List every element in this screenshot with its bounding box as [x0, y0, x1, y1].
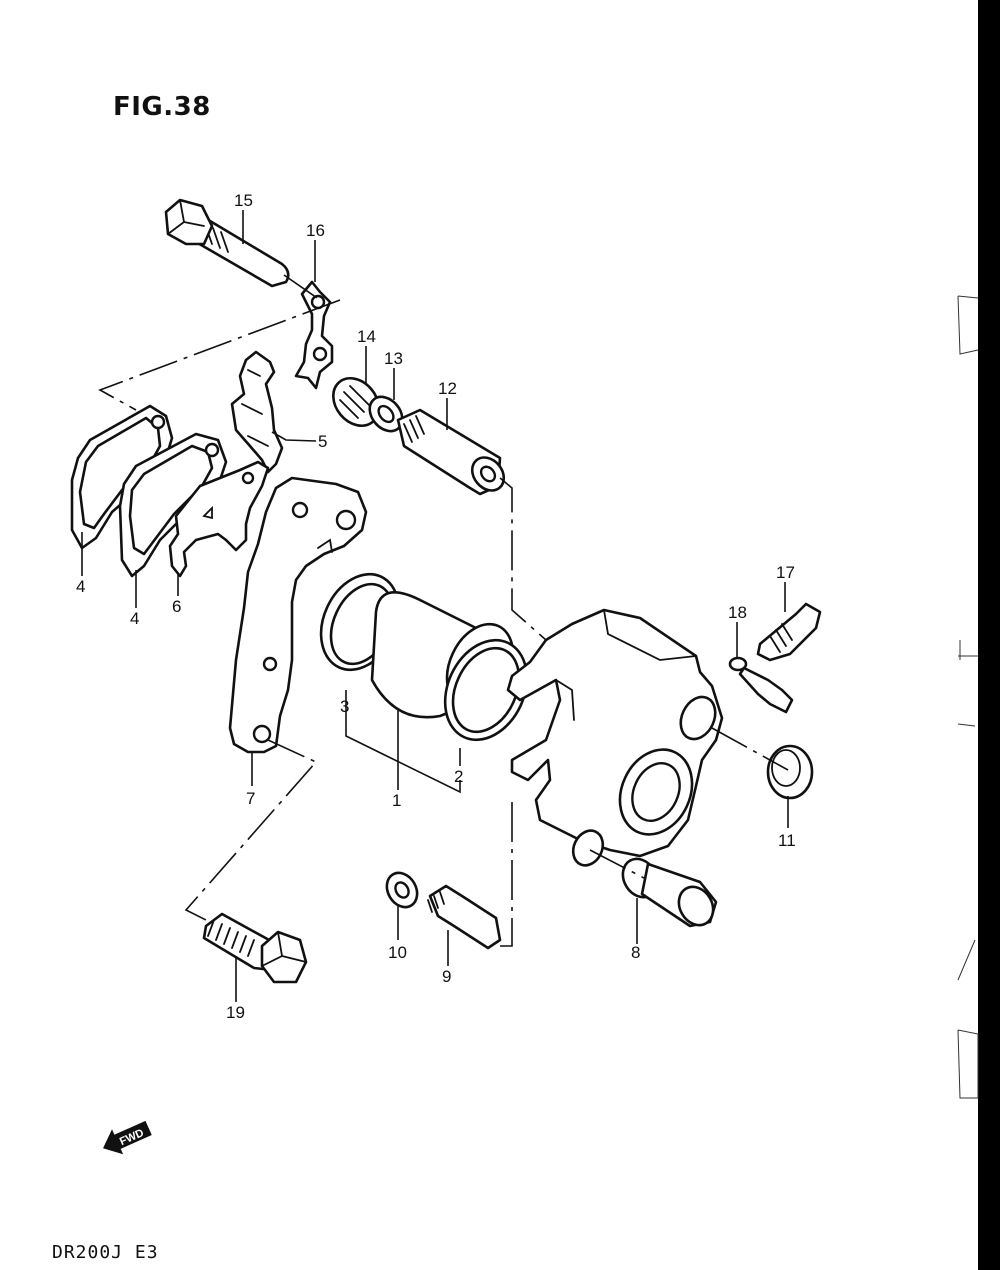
- part-17-bleeder-screw: [756, 602, 822, 662]
- callout-15: 15: [234, 191, 253, 210]
- callout-labels: 15 16 14 13 12 5 4 4 6 17 18 3 1 2 7 11 …: [76, 191, 796, 1022]
- callout-13: 13: [384, 349, 403, 368]
- part-4-brake-pad-inner: [118, 432, 228, 578]
- part-8-caliper-bolt: [621, 857, 718, 928]
- part-13-washer: [368, 395, 404, 433]
- part-9-bleeder-bolt: [427, 884, 502, 950]
- part-7-caliper-bracket: [228, 476, 368, 754]
- callout-17: 17: [776, 563, 795, 582]
- part-10-washer: [385, 871, 419, 909]
- callout-8: 8: [631, 943, 640, 962]
- callout-5: 5: [318, 432, 327, 451]
- part-12-slide-pin: [396, 408, 506, 496]
- callout-11: 11: [778, 831, 796, 850]
- part-19-bracket-bolt: [202, 912, 308, 984]
- callout-1: 1: [392, 791, 401, 810]
- callout-7: 7: [246, 789, 255, 808]
- callout-9: 9: [442, 967, 451, 986]
- callout-3: 3: [340, 697, 349, 716]
- scan-edge-strip: [978, 0, 1000, 1270]
- callout-4-inner: 4: [130, 609, 139, 628]
- part-14-boot: [332, 376, 380, 428]
- figure-title: FIG.38: [113, 92, 211, 122]
- scan-edge-marks: [957, 295, 979, 1099]
- leader-lines: [81, 210, 789, 1002]
- model-code: DR200J E3: [52, 1242, 159, 1263]
- callout-16: 16: [306, 221, 325, 240]
- caliper-body: [506, 608, 724, 867]
- callout-12: 12: [438, 379, 457, 398]
- callout-2: 2: [454, 767, 463, 786]
- part-18-bleeder-cap: [728, 656, 794, 714]
- assembly-lines: [98, 274, 789, 947]
- callout-10: 10: [388, 943, 407, 962]
- callout-19: 19: [226, 1003, 245, 1022]
- part-2-dust-boot: [443, 638, 529, 742]
- part-5-pad-spring: [230, 350, 284, 474]
- callout-14: 14: [357, 327, 376, 346]
- fwd-arrow-icon: FWD: [103, 1120, 152, 1155]
- fwd-label: FWD: [118, 1127, 146, 1148]
- part-16-retaining-clip: [294, 280, 334, 390]
- callout-18: 18: [728, 603, 747, 622]
- callout-4-outer: 4: [76, 577, 85, 596]
- part-15-slide-pin-bolt: [164, 198, 290, 288]
- part-11-plug: [766, 744, 814, 800]
- part-6-pad-shim: [168, 460, 270, 578]
- callout-6: 6: [172, 597, 181, 616]
